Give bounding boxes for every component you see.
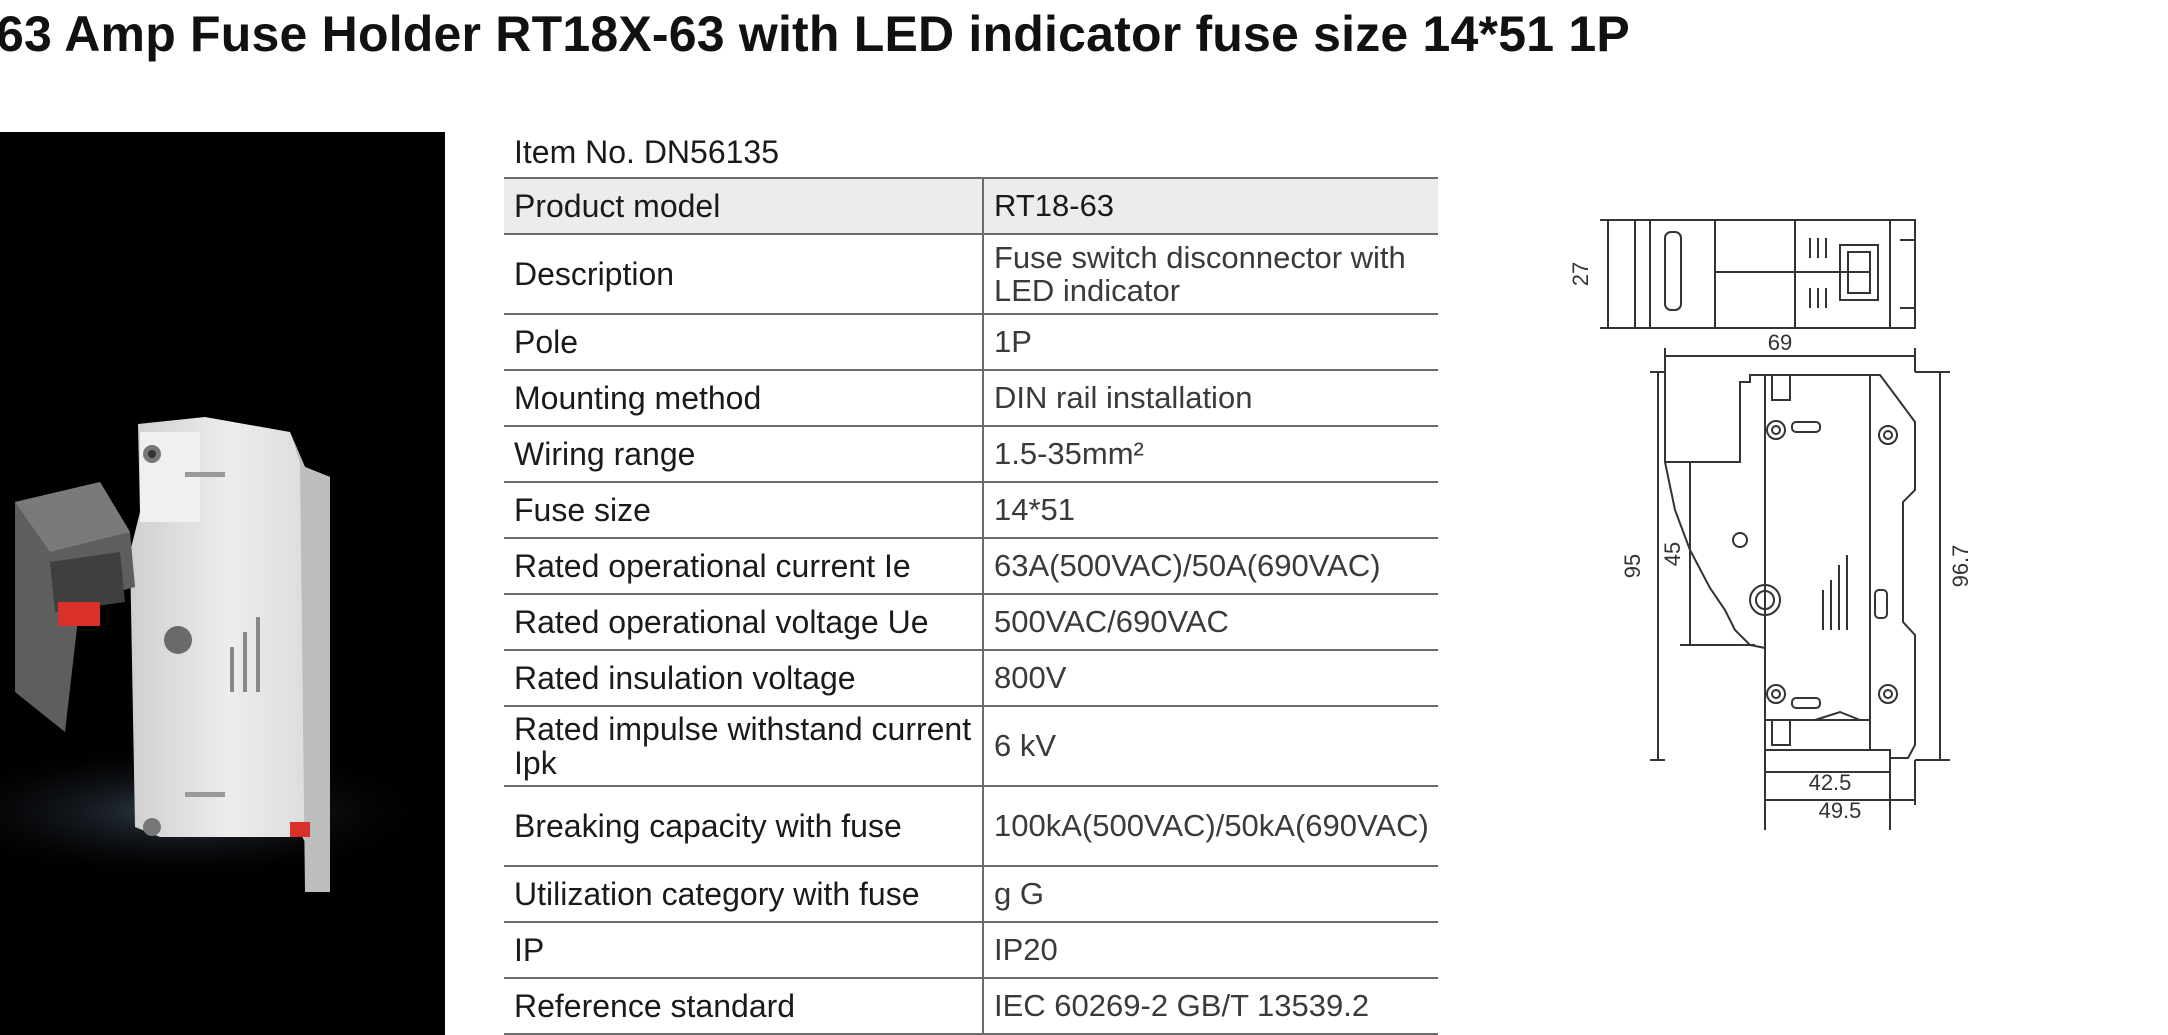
spec-row-reference-standard: Reference standard IEC 60269-2 GB/T 1353… xyxy=(504,977,1438,1035)
spec-label: Rated operational current Ie xyxy=(504,537,983,595)
spec-row-impulse-withstand: Rated impulse withstand current Ipk 6 kV xyxy=(504,705,1438,787)
spec-row-fuse-size: Fuse size 14*51 xyxy=(504,481,1438,539)
spec-value: IEC 60269-2 GB/T 13539.2 xyxy=(982,977,1438,1035)
spec-row-utilization-category: Utilization category with fuse g G xyxy=(504,865,1438,923)
dim-depth-inner: 42.5 xyxy=(1809,770,1852,795)
spec-label: Product model xyxy=(504,177,983,235)
spec-label: Description xyxy=(504,233,983,315)
spec-row-rated-voltage: Rated operational voltage Ue 500VAC/690V… xyxy=(504,593,1438,651)
spec-row-insulation-voltage: Rated insulation voltage 800V xyxy=(504,649,1438,707)
spec-label: Rated insulation voltage xyxy=(504,649,983,707)
spec-value: RT18-63 xyxy=(982,177,1438,235)
spec-label: Rated impulse withstand current Ipk xyxy=(504,705,983,787)
spec-value: 1P xyxy=(982,313,1438,371)
spec-value: IP20 xyxy=(982,921,1438,979)
spec-value: 800V xyxy=(982,649,1438,707)
spec-label: Rated operational voltage Ue xyxy=(504,593,983,651)
spec-value: 14*51 xyxy=(982,481,1438,539)
spec-value: 1.5-35mm² xyxy=(982,425,1438,483)
dimension-drawing: 27 69 95 45 96.7 42.5 49.5 xyxy=(1568,219,1973,830)
spec-value: Fuse switch disconnector with LED indica… xyxy=(982,233,1438,315)
spec-value: DIN rail installation xyxy=(982,369,1438,427)
spec-value: g G xyxy=(982,865,1438,923)
spec-label: Wiring range xyxy=(504,425,983,483)
spec-label: Pole xyxy=(504,313,983,371)
spec-value: 500VAC/690VAC xyxy=(982,593,1438,651)
spec-row-wiring-range: Wiring range 1.5-35mm² xyxy=(504,425,1438,483)
spec-row-breaking-capacity: Breaking capacity with fuse 100kA(500VAC… xyxy=(504,785,1438,867)
spec-label: Utilization category with fuse xyxy=(504,865,983,923)
spec-row-mounting-method: Mounting method DIN rail installation xyxy=(504,369,1438,427)
spec-row-ip: IP IP20 xyxy=(504,921,1438,979)
spec-label: IP xyxy=(504,921,983,979)
spec-value: 6 kV xyxy=(982,705,1438,787)
spec-label: Breaking capacity with fuse xyxy=(504,785,983,867)
spec-value: 100kA(500VAC)/50kA(690VAC) xyxy=(982,785,1438,867)
product-photo xyxy=(0,132,445,1035)
spec-label: Mounting method xyxy=(504,369,983,427)
spec-row-rated-current: Rated operational current Ie 63A(500VAC)… xyxy=(504,537,1438,595)
spec-table: Product model RT18-63 Description Fuse s… xyxy=(504,177,1438,1035)
dim-width: 69 xyxy=(1768,330,1792,355)
dim-height-right: 96.7 xyxy=(1948,545,1973,588)
spec-label: Reference standard xyxy=(504,977,983,1035)
dim-top-height: 27 xyxy=(1568,262,1593,286)
page-title: 63 Amp Fuse Holder RT18X-63 with LED ind… xyxy=(0,6,1630,62)
dim-height-total: 95 xyxy=(1620,554,1645,578)
item-number: Item No. DN56135 xyxy=(514,134,780,170)
spec-row-pole: Pole 1P xyxy=(504,313,1438,371)
dim-depth-outer: 49.5 xyxy=(1819,798,1862,823)
spec-value: 63A(500VAC)/50A(690VAC) xyxy=(982,537,1438,595)
spec-row-description: Description Fuse switch disconnector wit… xyxy=(504,233,1438,315)
dim-height-mid: 45 xyxy=(1660,542,1685,566)
spec-label: Fuse size xyxy=(504,481,983,539)
spec-row-product-model: Product model RT18-63 xyxy=(504,177,1438,235)
